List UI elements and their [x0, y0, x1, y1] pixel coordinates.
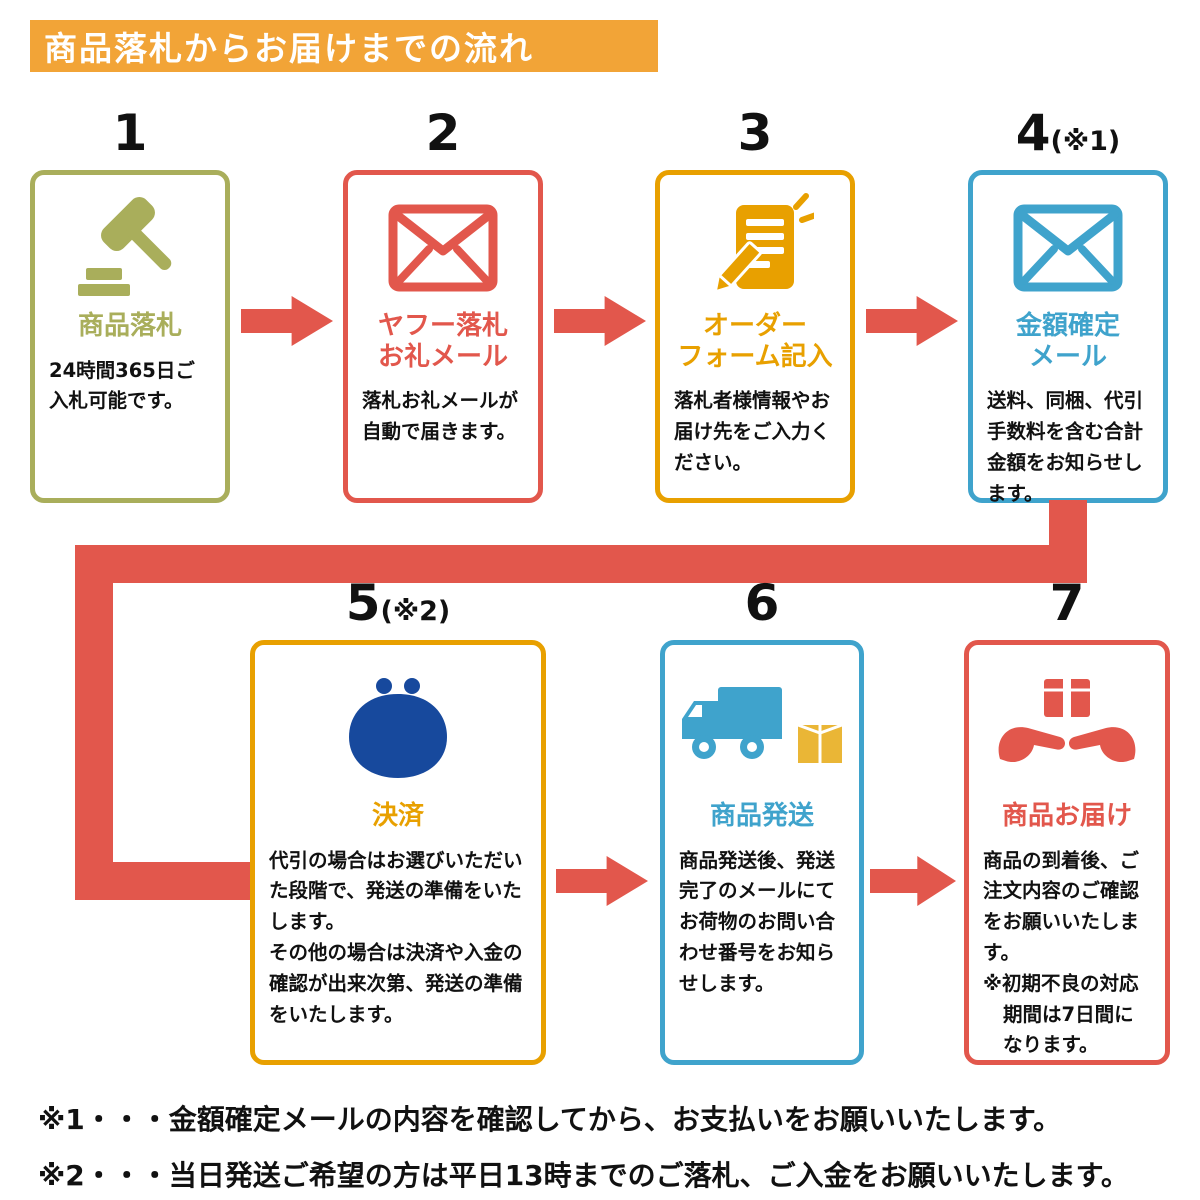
- step-number-note: (※2): [380, 596, 451, 627]
- step-title: ヤフー落札お礼メール: [348, 311, 538, 372]
- step-title-line2: フォーム記入: [677, 341, 833, 372]
- step-description: 落札者様情報やお届け先をご入力ください。: [674, 389, 831, 474]
- step-box-thankyou-mail: ヤフー落札お礼メール 落札お礼メールが自動で届きます。: [343, 170, 543, 503]
- step-title: 決済: [255, 801, 541, 832]
- footnote-2: ※2・・・当日発送ご希望の方は平日13時までのご落札、ご入金をお願いいたします。: [38, 1159, 1129, 1192]
- page-title: 商品落札からお届けまでの流れ: [30, 20, 658, 72]
- step-number-4: 4(※1): [968, 108, 1168, 158]
- icon-area: [973, 185, 1163, 311]
- step-number-6: 6: [660, 578, 864, 628]
- step-number-2: 2: [343, 108, 543, 158]
- footnote-1: ※1・・・金額確定メールの内容を確認してから、お支払いをお願いいたします。: [38, 1103, 1062, 1136]
- flow-arrow-icon: [241, 296, 333, 346]
- step-number-1: 1: [30, 108, 230, 158]
- step-description: 商品発送後、発送完了のメールにてお荷物のお問い合わせ番号をお知らせします。: [679, 848, 836, 995]
- step-number-text: 7: [1049, 574, 1085, 632]
- step-title-line1: 商品お届け: [1001, 801, 1132, 831]
- step-number-text: 3: [737, 104, 773, 162]
- step-number-5: 5(※2): [250, 578, 546, 628]
- step-box-order-form: オーダーフォーム記入 落札者様情報やお届け先をご入力ください。: [655, 170, 855, 503]
- purse-icon: [349, 678, 447, 778]
- mail-icon: [388, 204, 498, 292]
- step-number-text: 2: [425, 104, 461, 162]
- step-title-line1: ヤフー落札: [377, 311, 508, 341]
- flow-arrow-icon: [866, 296, 958, 346]
- flow-arrow-icon: [556, 856, 648, 906]
- order-form-icon: [713, 193, 814, 294]
- step-description: 送料、同梱、代引手数料を含む合計金額をお知らせします。: [987, 389, 1144, 505]
- flow-connector-segment: [75, 545, 1087, 583]
- flow-connector-segment: [75, 545, 113, 900]
- step-description: 24時間365日ご入札可能です。: [49, 358, 195, 413]
- flow-arrow-icon: [870, 856, 956, 906]
- step-title-line1: 商品発送: [709, 801, 814, 831]
- step-description-note: ※初期不良の対応期間は7日間になります。: [983, 971, 1139, 1057]
- step-title-line1: 商品落札: [77, 311, 182, 341]
- icon-area: [35, 185, 225, 311]
- step-title: 金額確定メール: [973, 311, 1163, 372]
- icon-area: [255, 653, 541, 801]
- step-title-line2: メール: [1028, 341, 1107, 372]
- step-box-payment: 決済 代引の場合はお選びいただいた段階で、発送の準備をいたします。 その他の場合…: [250, 640, 546, 1065]
- step-description: 代引の場合はお選びいただいた段階で、発送の準備をいたします。 その他の場合は決済…: [269, 848, 523, 1026]
- step-number-note: (※1): [1050, 126, 1121, 157]
- step-box-delivery: 商品お届け 商品の到着後、ご注文内容のご確認をお願いいたします。 ※初期不良の対…: [964, 640, 1170, 1065]
- step-number-text: 5: [345, 574, 381, 632]
- step-box-price-mail: 金額確定メール 送料、同梱、代引手数料を含む合計金額をお知らせします。: [968, 170, 1168, 505]
- mail-icon: [1013, 204, 1123, 292]
- step-title-line1: 決済: [371, 801, 424, 831]
- flow-arrow-icon: [554, 296, 646, 346]
- gavel-icon: [78, 197, 172, 296]
- icon-area: [660, 185, 850, 311]
- truck-icon: [682, 687, 843, 763]
- step-description: 商品の到着後、ご注文内容のご確認をお願いいたします。: [983, 848, 1140, 965]
- step-title-line1: 金額確定: [1015, 311, 1120, 341]
- step-title-line2: お礼メール: [377, 341, 508, 372]
- step-title: オーダーフォーム記入: [660, 311, 850, 372]
- step-box-auction: 商品落札 24時間365日ご入札可能です。: [30, 170, 230, 503]
- step-number-3: 3: [655, 108, 855, 158]
- step-number-text: 4: [1015, 104, 1051, 162]
- icon-area: [665, 653, 859, 801]
- step-box-shipping: 商品発送 商品発送後、発送完了のメールにてお荷物のお問い合わせ番号をお知らせしま…: [660, 640, 864, 1065]
- step-number-text: 6: [744, 574, 780, 632]
- flow-connector-segment: [75, 862, 255, 900]
- step-number-7: 7: [964, 578, 1170, 628]
- step-title: 商品落札: [35, 311, 225, 342]
- delivery-hands-icon: [998, 679, 1136, 763]
- icon-area: [969, 653, 1165, 801]
- step-description: 落札お礼メールが自動で届きます。: [362, 389, 519, 444]
- step-title: 商品発送: [665, 801, 859, 832]
- icon-area: [348, 185, 538, 311]
- step-title: 商品お届け: [969, 801, 1165, 832]
- step-number-text: 1: [112, 104, 148, 162]
- step-title-line1: オーダー: [702, 311, 807, 341]
